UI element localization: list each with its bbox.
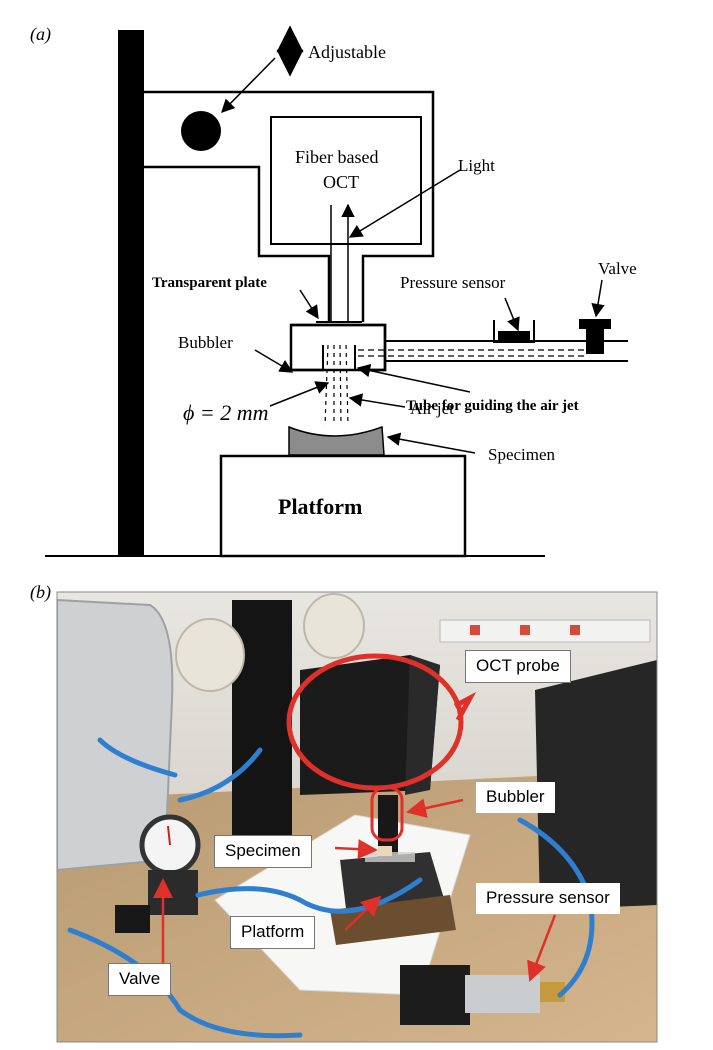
left-cabinet: [57, 598, 174, 872]
panel-a-schematic: [45, 25, 628, 558]
valve-label-b: Valve: [108, 963, 172, 996]
platform-label-b: Platform: [230, 916, 316, 949]
platform-shape: [219, 454, 467, 558]
knob-left: [175, 618, 245, 692]
adjustable-knob: [181, 111, 221, 151]
knob-right: [303, 593, 365, 659]
valve-shape: [579, 319, 611, 329]
valve-label-a: Valve: [598, 259, 637, 278]
oct-box: [270, 116, 422, 245]
oct-label-line2: OCT: [323, 172, 359, 192]
clamp-arm: [144, 90, 435, 322]
specimen-label-b: Specimen: [214, 835, 312, 868]
panel-b-letter: (b): [30, 582, 51, 602]
adjustable-label: Adjustable: [308, 42, 386, 62]
bubbler-callout: [370, 786, 404, 842]
oct-label-line1: Fiber based: [295, 147, 379, 167]
bubbler-label-b: Bubbler: [476, 782, 555, 813]
bubbler-label-a: Bubbler: [178, 333, 233, 352]
oct-probe-label: OCT probe: [465, 650, 571, 683]
air-jet-label: Air jet: [410, 399, 454, 418]
pressure-sensor-label-b: Pressure sensor: [476, 883, 620, 914]
pressure-sensor-label-a: Pressure sensor: [400, 273, 506, 292]
pressure-sensor-body: [400, 965, 470, 1025]
specimen-shape: [288, 425, 385, 456]
panel-a-letter: (a): [30, 24, 51, 44]
diameter-label: ϕ = 2 mm: [183, 400, 269, 425]
tube-guide-label-visible: Tube for guiding the air jet: [406, 398, 579, 414]
light-label: Light: [458, 156, 495, 175]
platform-label-a: Platform: [278, 494, 363, 519]
right-device: [535, 660, 657, 910]
transparent-plate-label: Transparent plate: [152, 275, 267, 291]
oct-probe-callout: [286, 653, 464, 791]
oct-probe-body: [300, 655, 440, 795]
support-pole: [118, 30, 144, 557]
specimen-label-a: Specimen: [488, 445, 556, 464]
